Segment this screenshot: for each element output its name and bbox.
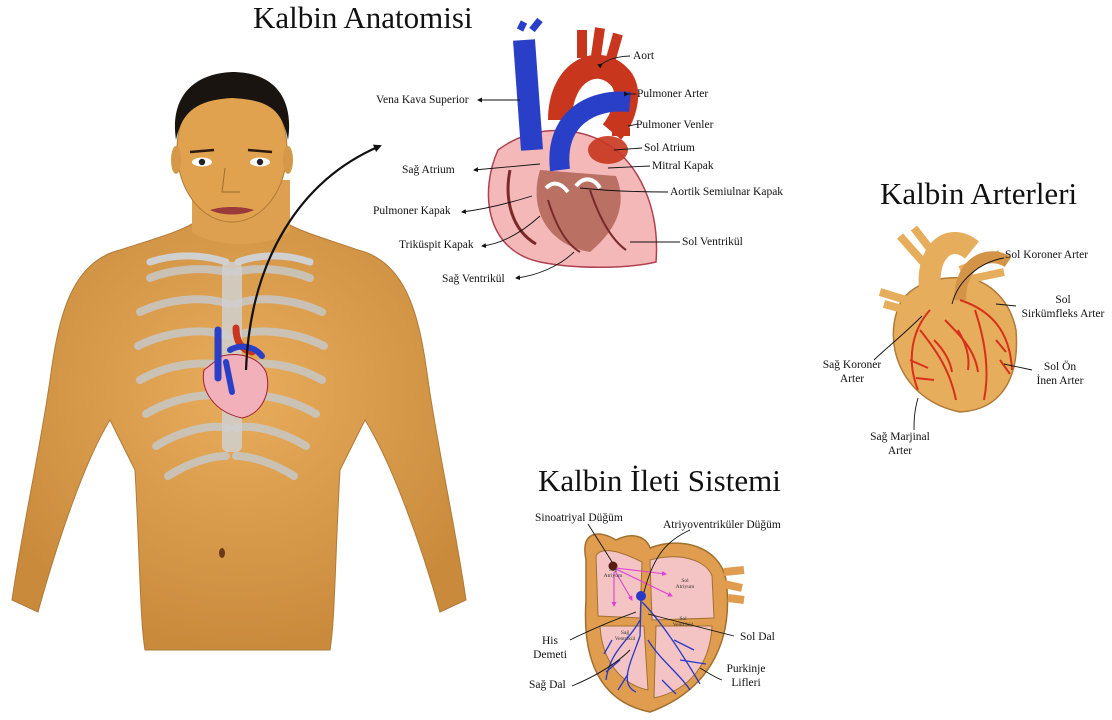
arteries-title: Kalbin Arterleri [880, 176, 1077, 212]
label-sag-koroner-line1: Sağ Koroner [823, 359, 881, 371]
inner-sol-atriyum: Sol Atriyum [670, 578, 700, 590]
label-pulmoner-arter: Pulmoner Arter [637, 87, 708, 101]
inner-sol-ventrikul: Sol Ventrikül [668, 616, 698, 628]
label-sol-on-inen: Sol Ön İnen Arter [1030, 360, 1090, 388]
label-purkinje-line2: Lifleri [731, 677, 760, 689]
inner-sag-atriyum-line2: Atriyum [604, 573, 623, 579]
label-sol-sirkumfleks: Sol Sirkümfleks Arter [1018, 293, 1108, 321]
inner-sol-ventrikul-line2: Ventrikül [673, 622, 693, 628]
human-torso-figure [12, 72, 466, 650]
label-sag-marjinal-line1: Sağ Marjinal [870, 431, 930, 443]
inner-sol-atriyum-line2: Atriyum [676, 584, 695, 590]
label-pulmoner-venler: Pulmoner Venler [636, 118, 713, 132]
label-atriyoventrikuler: Atriyoventriküler Düğüm [663, 518, 781, 532]
label-sag-dal: Sağ Dal [529, 678, 566, 692]
label-sol-sirkumfleks-line1: Sol [1055, 294, 1070, 306]
label-aort: Aort [633, 49, 654, 63]
label-sag-marjinal-line2: Arter [888, 445, 912, 457]
label-sol-ventrikul: Sol Ventrikül [682, 235, 743, 249]
label-sag-atrium: Sağ Atrium [402, 163, 455, 177]
label-vena-kava: Vena Kava Superior [376, 93, 469, 107]
label-sag-koroner: Sağ Koroner Arter [812, 358, 892, 386]
anatomy-title: Kalbin Anatomisi [253, 0, 473, 36]
label-mitral-kapak: Mitral Kapak [652, 159, 714, 173]
label-his-demeti: His Demeti [525, 634, 575, 662]
label-sol-sirkumfleks-line2: Sirkümfleks Arter [1022, 308, 1105, 320]
heart-arteries-illustration [880, 228, 1017, 412]
heart-anatomy-illustration [488, 20, 656, 267]
inner-sag-ventrikul-line2: Ventrikül [615, 636, 635, 642]
label-his-demeti-line2: Demeti [533, 649, 567, 661]
label-purkinje-line1: Purkinje [727, 663, 766, 675]
label-purkinje: Purkinje Lifleri [716, 662, 776, 690]
label-sol-on-inen-line1: Sol Ön [1044, 361, 1076, 373]
conduction-title: Kalbin İleti Sistemi [538, 463, 781, 499]
label-sag-koroner-line2: Arter [840, 373, 864, 385]
label-sinoatriyal: Sinoatriyal Düğüm [535, 511, 623, 525]
label-sol-koroner: Sol Koroner Arter [1005, 248, 1088, 262]
inner-sag-atriyum: Sağ Atriyum [598, 567, 628, 579]
label-aortik-kapak: Aortik Semiulnar Kapak [670, 185, 783, 199]
label-his-demeti-line1: His [542, 635, 558, 647]
inner-sag-ventrikul: Sağ Ventrikül [610, 630, 640, 642]
label-sol-atrium: Sol Atrium [644, 141, 695, 155]
label-trikuspit-kapak: Triküspit Kapak [399, 238, 474, 252]
label-pulmoner-kapak: Pulmoner Kapak [373, 204, 451, 218]
label-sol-on-inen-line2: İnen Arter [1037, 375, 1084, 387]
label-sag-marjinal: Sağ Marjinal Arter [860, 430, 940, 458]
label-sag-ventrikul: Sağ Ventrikül [442, 272, 505, 286]
label-sol-dal: Sol Dal [740, 630, 775, 644]
